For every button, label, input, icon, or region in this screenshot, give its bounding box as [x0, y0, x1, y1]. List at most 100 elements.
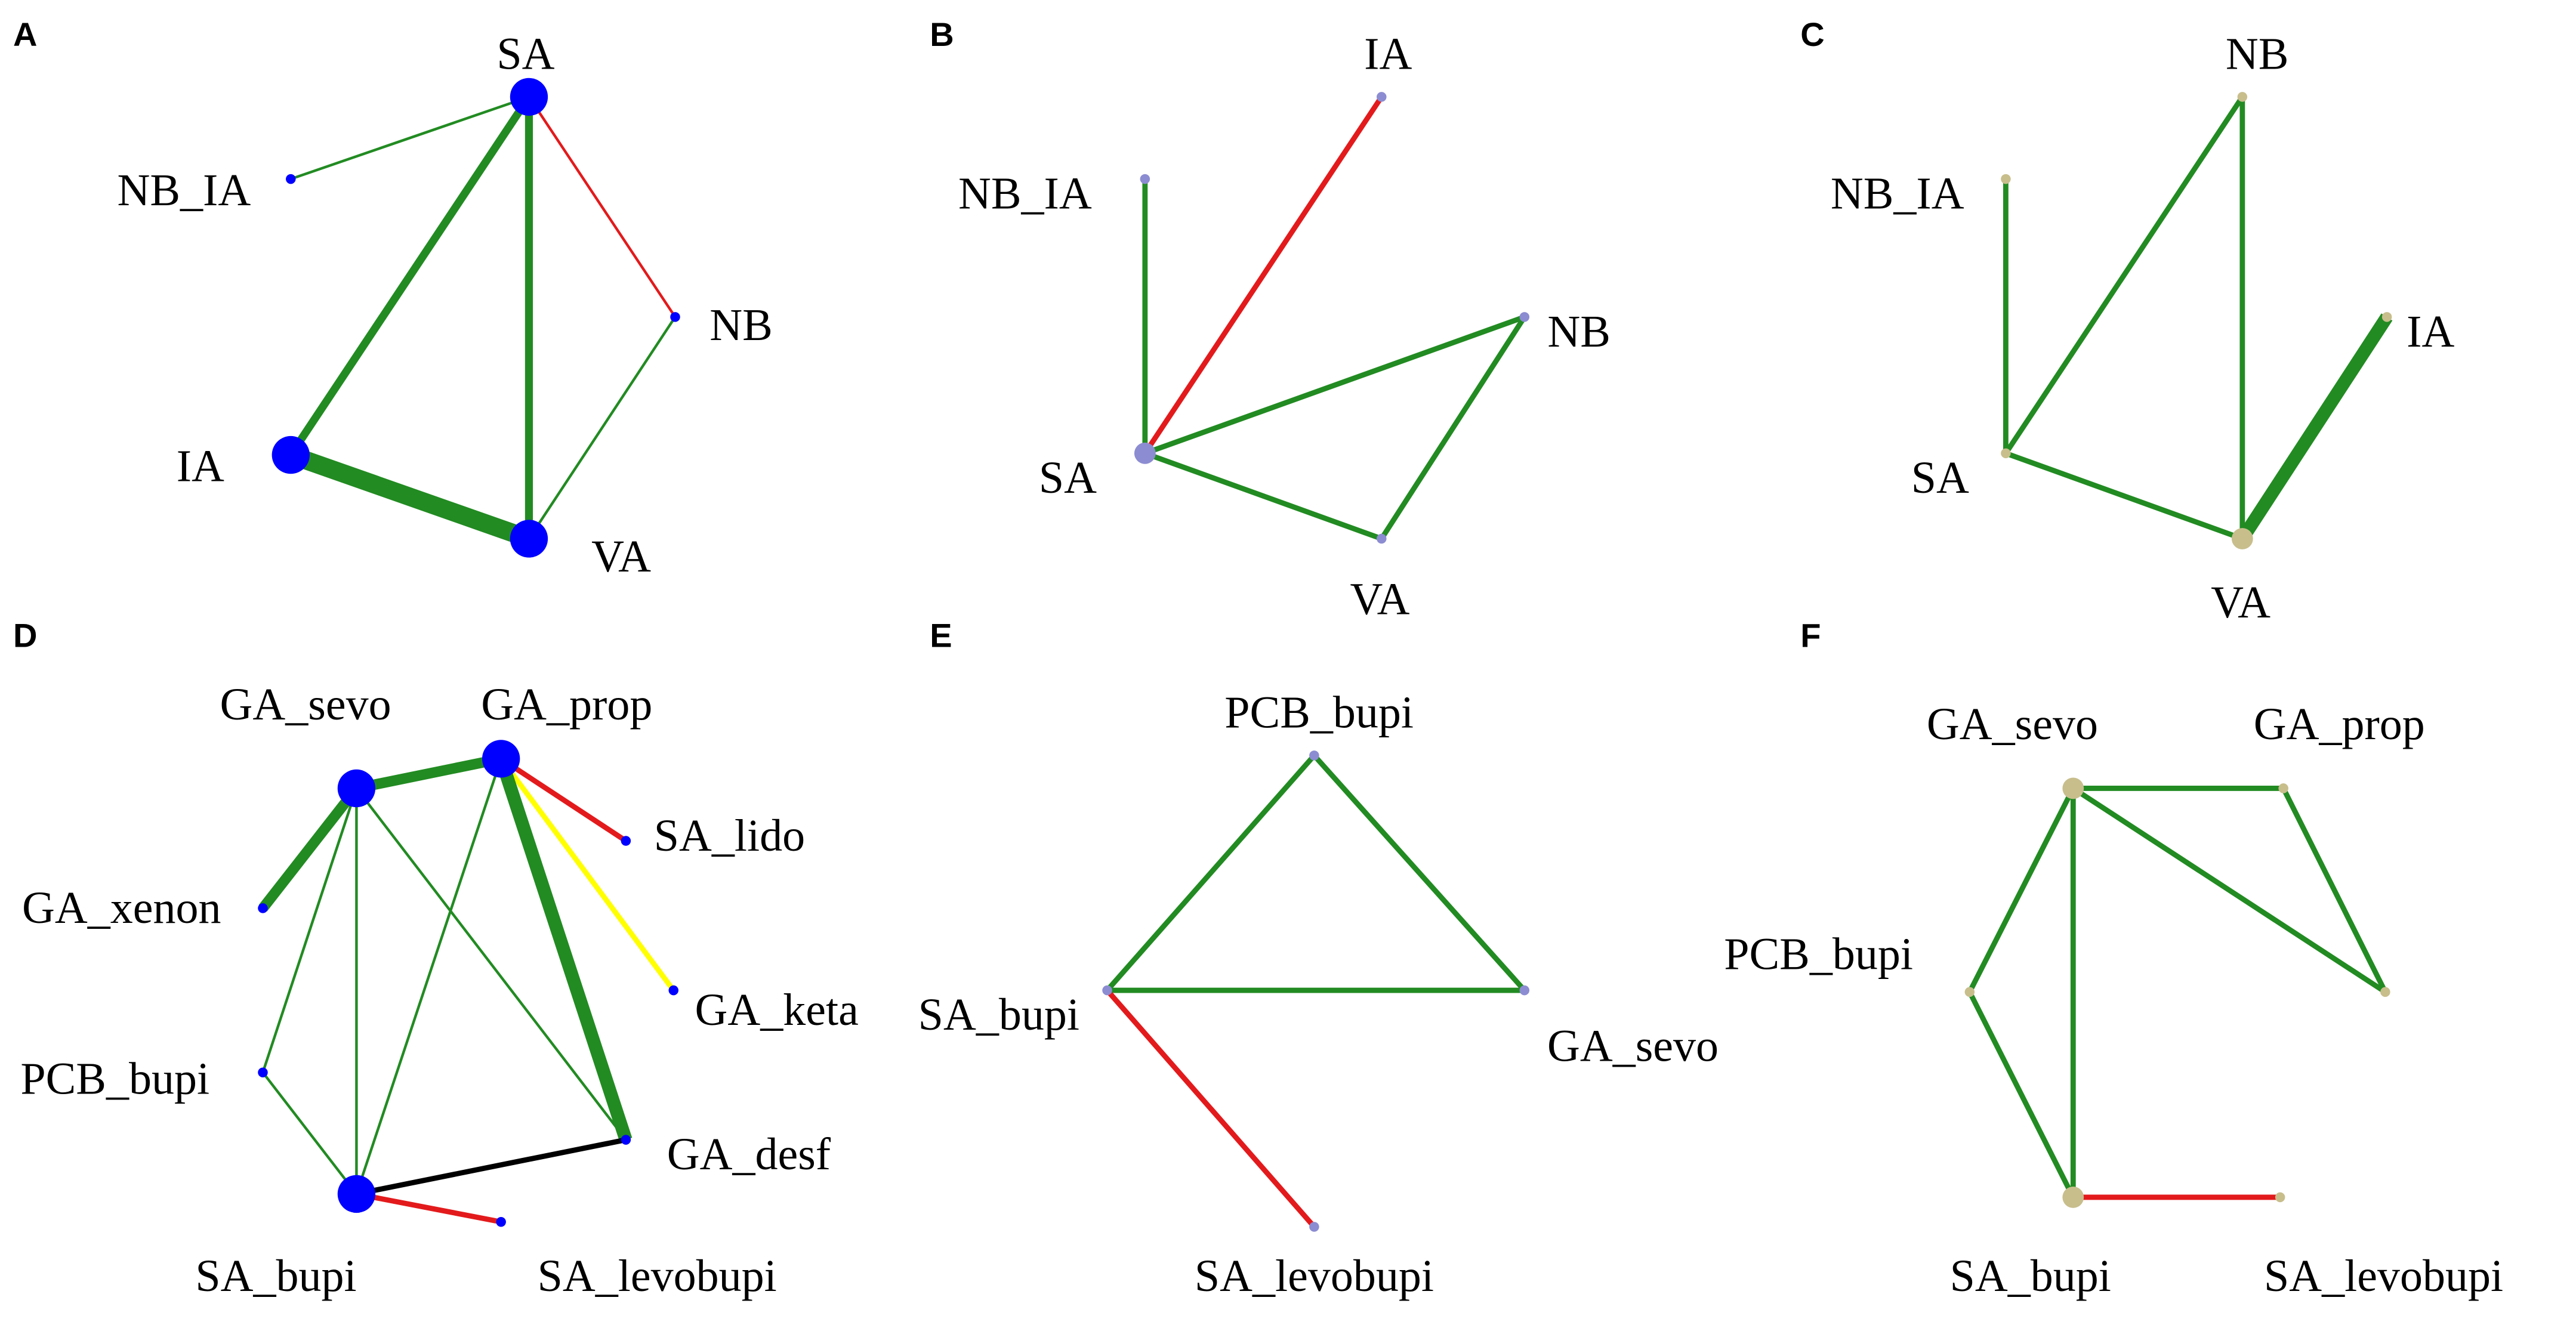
panel-letter: B: [930, 16, 954, 53]
edge-ga-prop-ga-desf: [2281, 787, 2388, 993]
node-ia: [272, 435, 310, 474]
node-label-ga-xenon: GA_xenon: [22, 883, 221, 933]
panel-letter: F: [1800, 617, 1821, 654]
node-label-nb-ia: NB_IA: [117, 165, 251, 215]
node-ga-desf: [621, 1135, 631, 1145]
node-nb-ia: [2001, 174, 2011, 184]
edge-pcb-bupi-sa-bupi: [1105, 753, 1316, 992]
node-label-ia: IA: [177, 441, 224, 492]
edge-ia-va: [288, 446, 532, 548]
node-ga-keta: [668, 985, 678, 996]
node-label-va: VA: [2211, 577, 2270, 628]
node-label-nb: NB: [1547, 307, 1611, 357]
node-nb: [1519, 312, 1530, 322]
node-label-nb: NB: [2226, 29, 2289, 79]
node-nb: [2237, 92, 2248, 102]
edge-ga-sevo-pcb-bupi: [261, 787, 358, 1073]
node-label-sa-bupi: SA_bupi: [918, 990, 1079, 1040]
node-sa-bupi: [2062, 1187, 2084, 1208]
edge-ga-sevo-ga-desf: [2071, 786, 2387, 994]
node-sa-lido: [621, 836, 631, 846]
node-sa-levobupi: [496, 1216, 506, 1227]
node-ga-sevo: [2062, 777, 2084, 799]
edge-ga-prop-sa-bupi: [355, 758, 502, 1195]
edge-sa-bupi-sa-levobupi: [1105, 989, 1316, 1229]
node-pcb-bupi: [258, 1067, 268, 1077]
edge-nb-va: [1379, 315, 1527, 540]
node-ga-xenon: [258, 903, 268, 913]
node-label-nb: NB: [709, 300, 773, 350]
node-label-pcb-bupi: PCB_bupi: [1724, 929, 1913, 979]
edge-sa-bupi-ga-desf: [356, 1137, 627, 1197]
node-label-pcb-bupi: PCB_bupi: [20, 1054, 209, 1104]
node-label-ga-desf: GA_desf: [667, 1129, 831, 1179]
node-label-nb-ia: NB_IA: [1831, 169, 1964, 219]
node-label-ga-prop: GA_prop: [481, 679, 652, 730]
node-label-ia: IA: [2407, 307, 2454, 357]
node-label-ga-sevo: GA_sevo: [1927, 699, 2098, 749]
node-label-ga-sevo: GA_sevo: [1547, 1021, 1719, 1071]
node-sa-bupi: [337, 1175, 376, 1213]
panel-letter: D: [13, 617, 37, 654]
edge-sa-nb-ia: [290, 95, 530, 181]
node-va: [510, 520, 548, 558]
edge-sa-va: [1144, 450, 1383, 542]
edge-ga-sevo-ga-desf: [355, 787, 627, 1141]
node-label-ga-prop: GA_prop: [2254, 699, 2425, 749]
edge-pcb-bupi-sa-bupi: [261, 1071, 358, 1195]
panel-letter: C: [1800, 16, 1824, 53]
edge-ga-prop-sa-lido: [499, 756, 628, 844]
edge-ia-va: [2236, 313, 2393, 542]
edge-ga-prop-ga-desf: [495, 756, 633, 1142]
node-label-ia: IA: [1364, 29, 1412, 79]
node-label-nb-ia: NB_IA: [958, 169, 1092, 219]
node-sa-bupi: [1102, 985, 1112, 996]
edge-sa-nb: [2003, 95, 2245, 455]
node-label-sa-lido: SA_lido: [654, 811, 805, 861]
node-ga-desf: [2380, 987, 2390, 997]
node-label-sa: SA: [496, 29, 554, 79]
node-nb-ia: [1140, 174, 1150, 184]
node-ia: [2381, 312, 2392, 322]
node-pcb-bupi: [1309, 750, 1319, 761]
edge-ga-prop-ga-keta: [499, 757, 676, 992]
node-label-pcb-bupi: PCB_bupi: [1224, 688, 1414, 738]
node-sa-levobupi: [1309, 1222, 1319, 1232]
panel-letter: E: [930, 617, 952, 654]
panel-letter: A: [13, 16, 37, 53]
edge-pcb-bupi-sa-bupi: [1967, 990, 2076, 1198]
node-label-sa-bupi: SA_bupi: [195, 1251, 356, 1301]
node-label-sa-levobupi: SA_levobupi: [538, 1251, 777, 1301]
node-label-sa: SA: [1039, 453, 1097, 503]
node-ga-prop: [482, 740, 520, 778]
edge-ga-sevo-ga-prop: [355, 753, 502, 794]
node-label-sa-levobupi: SA_levobupi: [1195, 1251, 1434, 1301]
node-ia: [1377, 92, 1387, 102]
node-pcb-bupi: [1964, 987, 1975, 997]
edge-sa-ia: [287, 94, 532, 458]
node-sa: [2001, 448, 2011, 459]
node-label-sa-bupi: SA_bupi: [1950, 1251, 2111, 1301]
node-ga-sevo: [337, 769, 376, 808]
node-sa: [1134, 442, 1156, 464]
edge-sa-nb: [1144, 314, 1526, 456]
edge-ga-sevo-pcb-bupi: [1967, 787, 2076, 993]
panel-a: A SA NB_IA NB IA VA: [13, 16, 773, 582]
edge-pcb-bupi-ga-sevo: [1312, 753, 1527, 992]
node-nb-ia: [286, 174, 296, 184]
panel-c: C NB NB_IA IA SA VA: [1800, 16, 2454, 628]
node-ga-prop: [2278, 783, 2288, 793]
node-nb: [670, 312, 680, 322]
node-label-sa: SA: [1911, 453, 1969, 503]
node-sa-levobupi: [2275, 1192, 2285, 1203]
edge-ga-sevo-ga-xenon: [258, 785, 361, 912]
node-label-ga-keta: GA_keta: [695, 985, 859, 1035]
node-label-sa-levobupi: SA_levobupi: [2264, 1251, 2503, 1301]
node-label-va: VA: [591, 532, 651, 582]
node-sa: [510, 78, 548, 116]
node-va: [2231, 528, 2253, 549]
